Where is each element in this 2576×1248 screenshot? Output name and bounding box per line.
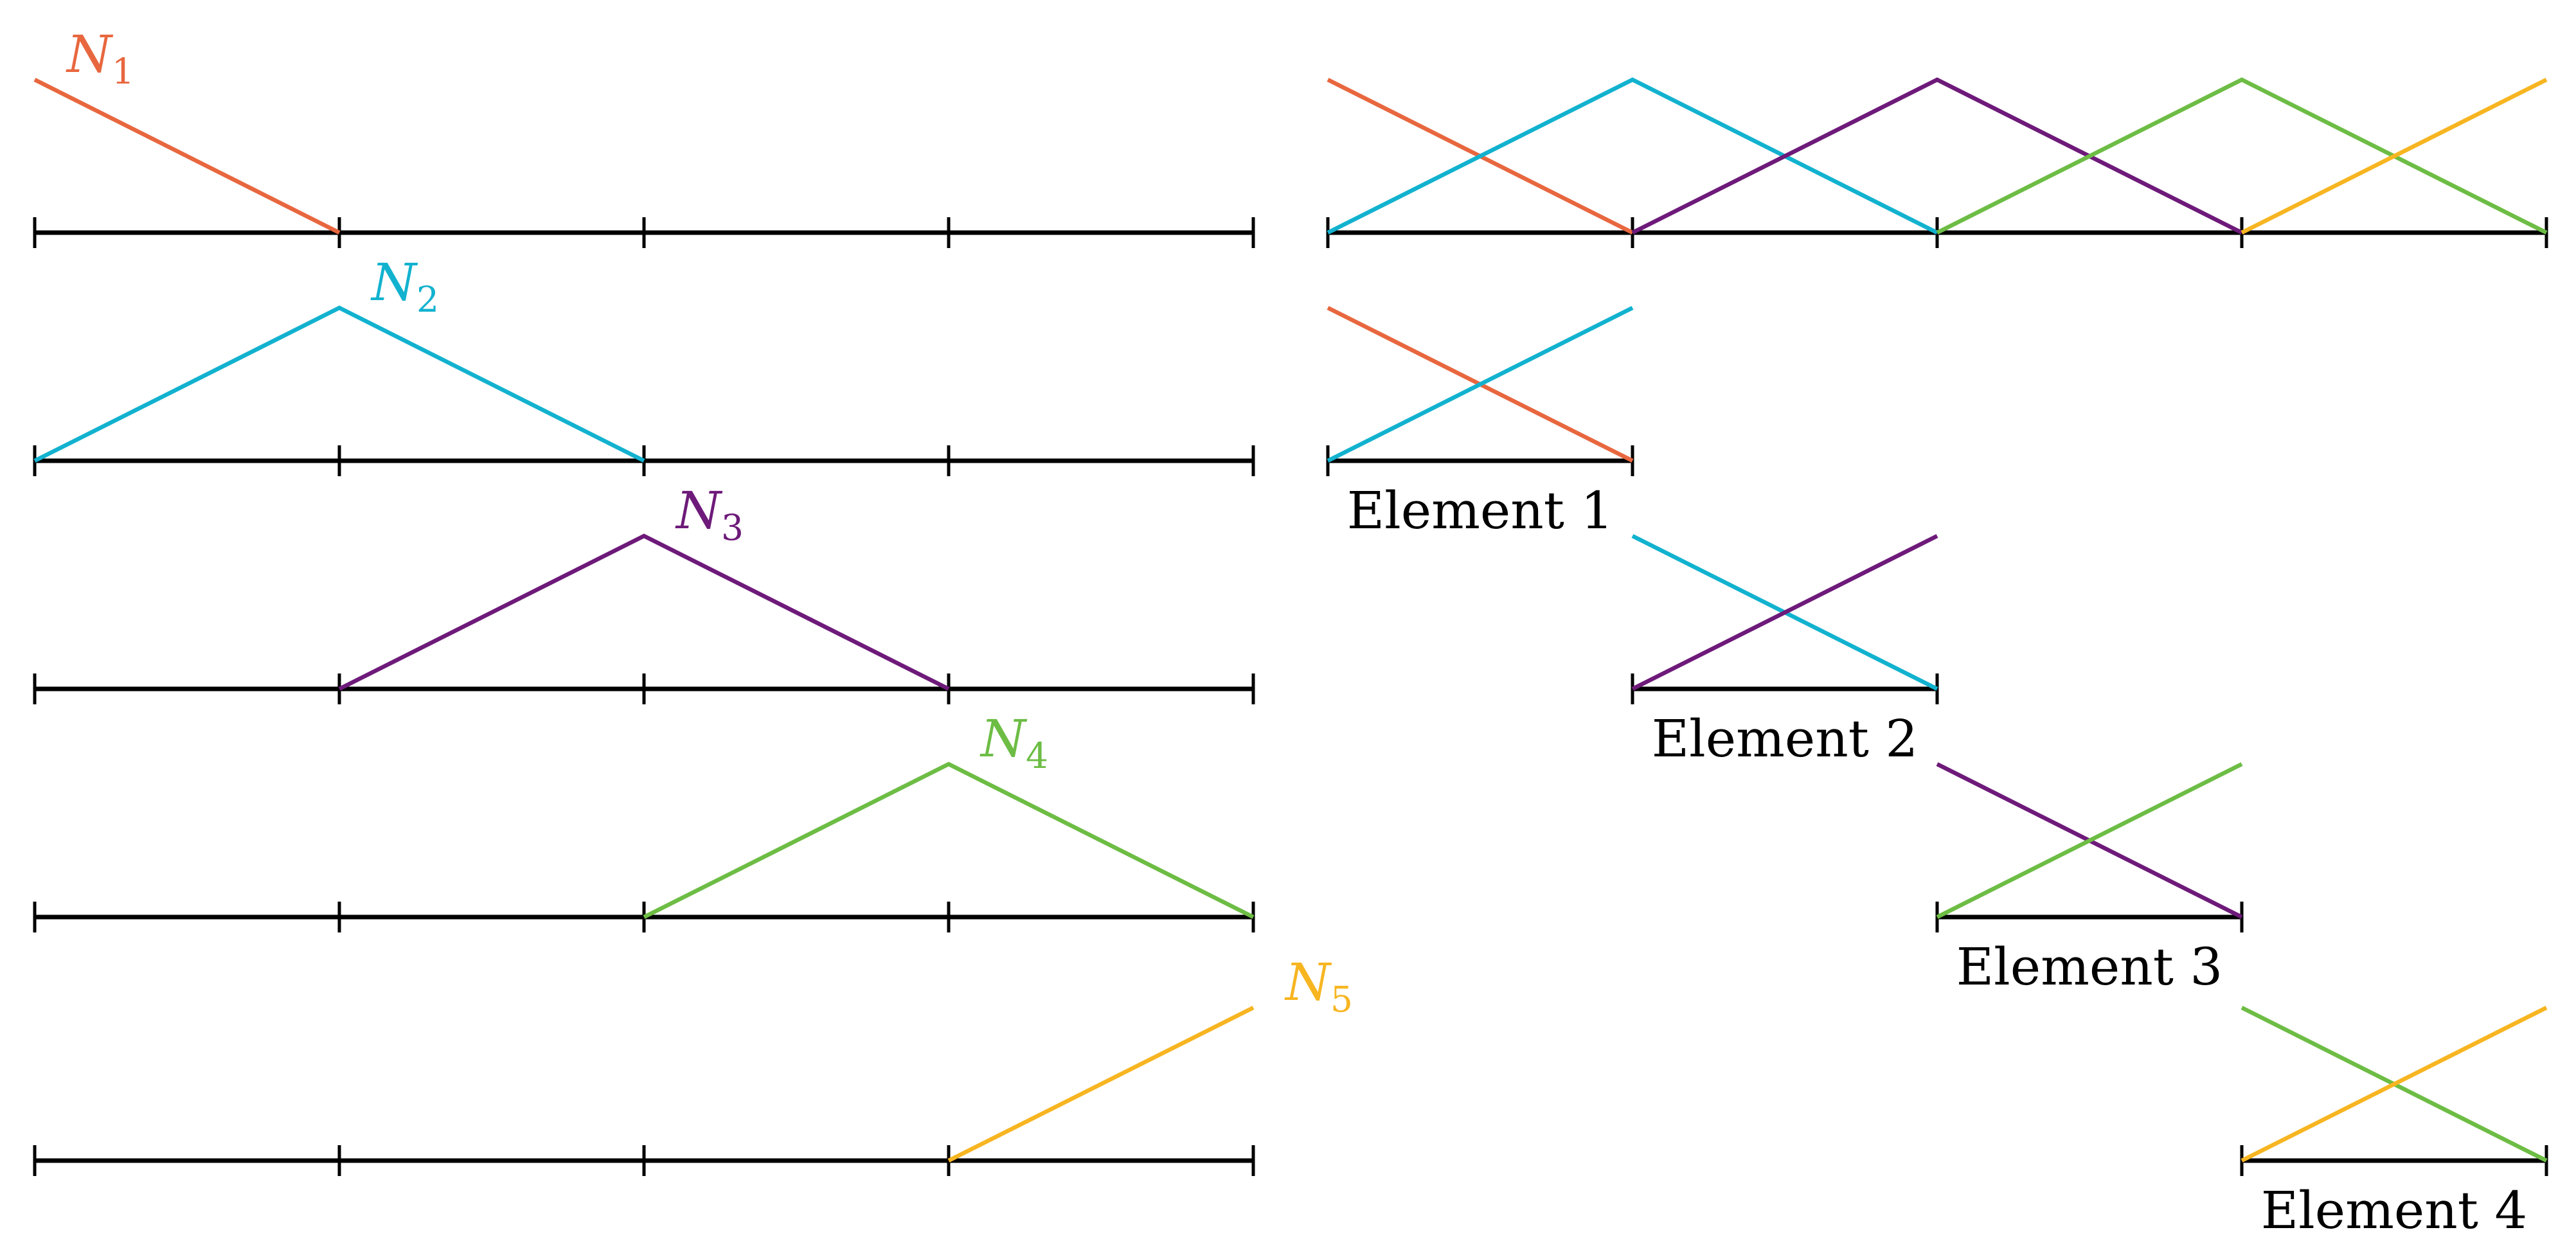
element-label: Element 4	[2261, 1181, 2528, 1240]
basis-label-subscript: 2	[416, 279, 439, 320]
basis-row-2: N2	[33, 253, 1255, 476]
basis-function-n5	[947, 1006, 1255, 1163]
global-basis-n4	[1936, 77, 2548, 235]
element-shape-function-n3	[1631, 534, 1938, 691]
element-shape-function-n4	[1936, 762, 2243, 919]
basis-label-name: N	[66, 24, 114, 84]
basis-label-name: N	[370, 253, 418, 312]
basis-label-name: N	[675, 481, 723, 540]
basis-function-n3	[338, 533, 950, 691]
element-4: Element 4	[2240, 1006, 2548, 1240]
global-basis-n5	[2241, 78, 2548, 235]
basis-label-name: N	[1284, 952, 1332, 1012]
global-basis-functions-panel	[1326, 77, 2548, 248]
global-basis-n2	[1327, 77, 1938, 235]
element-3: Element 3	[1935, 762, 2244, 997]
element-shape-function-n2	[1327, 306, 1634, 463]
basis-row-3: N3	[33, 481, 1255, 704]
element-2: Element 2	[1631, 534, 1939, 769]
basis-label-n1: N1	[66, 24, 134, 92]
basis-label-subscript: 3	[721, 507, 744, 548]
basis-label-n4: N4	[979, 709, 1048, 776]
element-1: Element 1	[1326, 306, 1634, 540]
element-shape-function-n5	[2241, 1006, 2548, 1163]
basis-label-subscript: 4	[1026, 735, 1048, 776]
basis-function-n2	[33, 305, 645, 463]
element-label: Element 3	[1956, 937, 2223, 997]
basis-label-subscript: 5	[1330, 979, 1353, 1020]
basis-label-n5: N5	[1284, 952, 1353, 1020]
basis-label-subscript: 1	[112, 51, 134, 92]
basis-row-4: N4	[33, 709, 1255, 932]
basis-label-n3: N3	[675, 481, 744, 548]
element-decomposition-panel: Element 1 Element 2 Element 3 Element 4	[1326, 306, 2548, 1240]
basis-function-n4	[643, 762, 1255, 919]
basis-row-5: N5	[33, 952, 1353, 1176]
basis-function-n1	[33, 78, 341, 235]
element-label: Element 1	[1347, 481, 1614, 540]
basis-row-1: N1	[33, 24, 1255, 248]
basis-label-name: N	[979, 709, 1028, 769]
basis-label-n2: N2	[370, 253, 439, 320]
global-basis-n3	[1631, 77, 2243, 235]
element-label: Element 2	[1652, 709, 1919, 769]
